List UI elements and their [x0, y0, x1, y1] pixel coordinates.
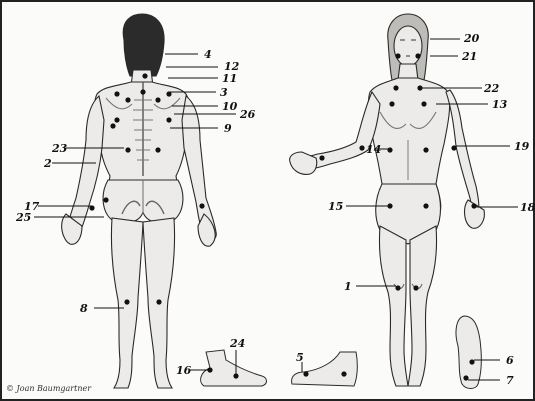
label-23: 23 [52, 143, 67, 154]
label-1: 1 [344, 281, 352, 292]
label-19: 19 [514, 141, 529, 152]
label-26: 26 [240, 109, 255, 120]
label-4: 4 [204, 49, 212, 60]
label-7: 7 [506, 375, 514, 386]
label-8: 8 [80, 303, 88, 314]
label-5: 5 [296, 352, 304, 363]
label-18: 18 [520, 202, 535, 213]
foot-sole [456, 316, 481, 389]
label-16: 16 [176, 365, 191, 376]
label-22: 22 [484, 83, 499, 94]
label-6: 6 [506, 355, 514, 366]
copyright-signature: © Joan Baumgartner [6, 384, 91, 393]
label-2: 2 [44, 158, 52, 169]
label-13: 13 [492, 99, 507, 110]
front-figure [290, 14, 485, 386]
label-24: 24 [230, 338, 245, 349]
front-right-arm [446, 90, 479, 214]
back-figure [62, 14, 217, 388]
back-right-arm [182, 96, 216, 242]
label-20: 20 [464, 33, 479, 44]
label-15: 15 [328, 201, 343, 212]
label-9: 9 [224, 123, 232, 134]
label-10: 10 [222, 101, 237, 112]
label-3: 3 [220, 87, 228, 98]
front-right-leg [408, 226, 437, 386]
front-face [394, 26, 422, 66]
label-12: 12 [224, 61, 239, 72]
front-left-leg [379, 226, 408, 386]
label-21: 21 [462, 51, 477, 62]
back-hair [123, 14, 164, 76]
label-14: 14 [366, 144, 381, 155]
label-11: 11 [222, 73, 237, 84]
label-25: 25 [16, 212, 31, 223]
